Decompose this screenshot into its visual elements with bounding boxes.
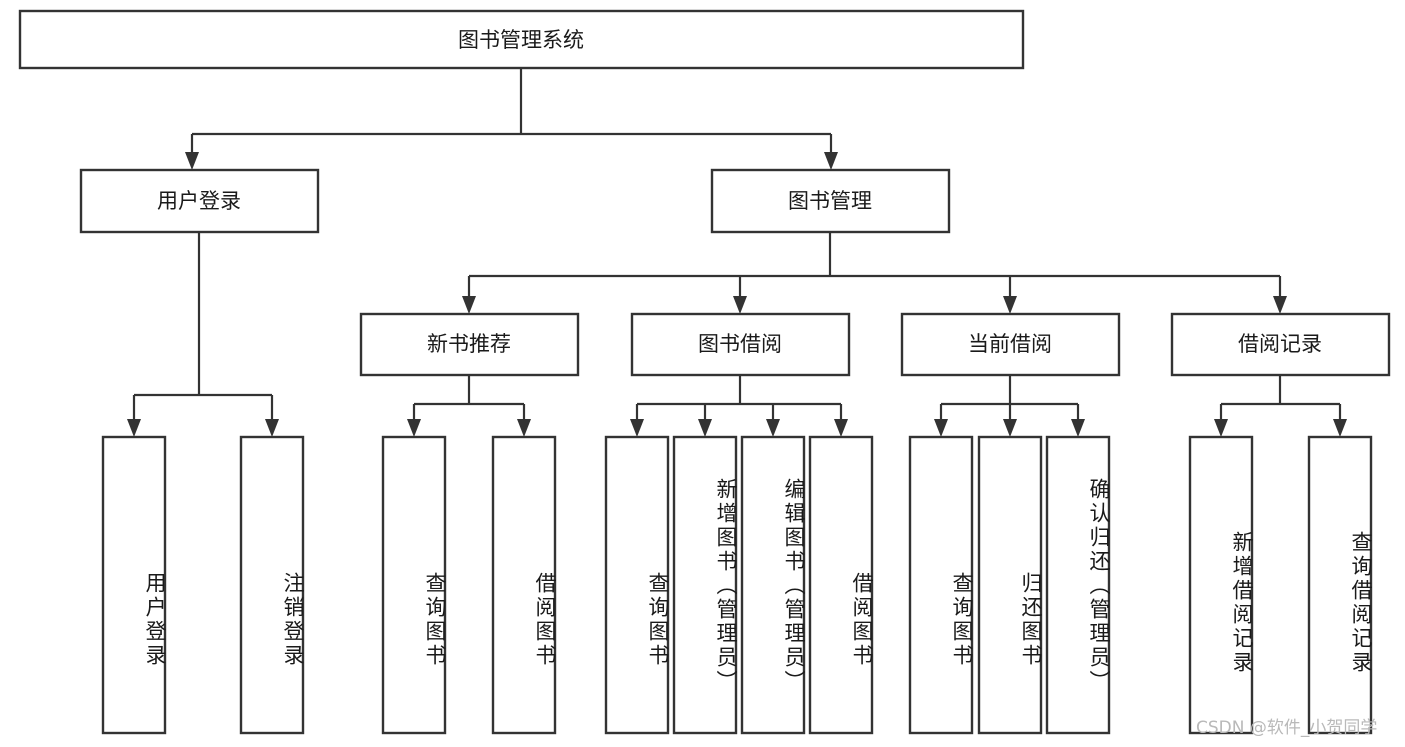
connector-currentborrow-to-leaves — [934, 375, 1085, 437]
node-current-borrow-label: 当前借阅 — [968, 332, 1052, 356]
leaf-box-query-book-2[interactable] — [604, 435, 670, 735]
node-root[interactable]: 图书管理系统 — [18, 9, 1025, 70]
leaf-box-borrow-book-2[interactable] — [808, 435, 874, 735]
node-book-borrow[interactable]: 图书借阅 — [630, 312, 851, 377]
connector-root-to-level2 — [185, 68, 838, 170]
leaf-box-borrow-book-1[interactable] — [491, 435, 557, 735]
leaf-box-add-book[interactable] — [672, 435, 738, 735]
connector-bookmanage-to-level3 — [462, 232, 1287, 314]
leaf-box-query-book-3[interactable] — [908, 435, 974, 735]
leaf-box-query-book-1[interactable] — [381, 435, 447, 735]
node-user-login[interactable]: 用户登录 — [79, 168, 320, 234]
connector-bookborrow-to-leaves — [630, 375, 848, 437]
leaf-box-query-record[interactable] — [1307, 435, 1373, 735]
node-borrow-record[interactable]: 借阅记录 — [1170, 312, 1391, 377]
leaf-box-user-logout[interactable] — [239, 435, 305, 735]
node-new-book-recommend-label: 新书推荐 — [427, 332, 511, 356]
connector-newbook-to-leaves — [407, 375, 531, 437]
leaf-box-user-login[interactable] — [101, 435, 167, 735]
node-new-book-recommend[interactable]: 新书推荐 — [359, 312, 580, 377]
node-book-manage-label: 图书管理 — [788, 189, 872, 213]
node-book-manage[interactable]: 图书管理 — [710, 168, 951, 234]
node-user-login-label: 用户登录 — [157, 189, 241, 213]
connector-userlogin-to-leaves — [127, 232, 279, 437]
leaf-box-return-book[interactable] — [977, 435, 1043, 735]
watermark-text: CSDN @软件_小贺同学 — [1196, 718, 1378, 738]
connector-borrowrecord-to-leaves — [1214, 375, 1347, 437]
leaf-box-confirm-return[interactable] — [1045, 435, 1111, 735]
node-borrow-record-label: 借阅记录 — [1238, 332, 1322, 356]
node-book-borrow-label: 图书借阅 — [698, 332, 782, 356]
node-current-borrow[interactable]: 当前借阅 — [900, 312, 1121, 377]
leaf-box-add-record[interactable] — [1188, 435, 1254, 735]
leaf-boxes — [101, 435, 1373, 735]
node-root-label: 图书管理系统 — [458, 28, 584, 52]
leaf-box-edit-book[interactable] — [740, 435, 806, 735]
